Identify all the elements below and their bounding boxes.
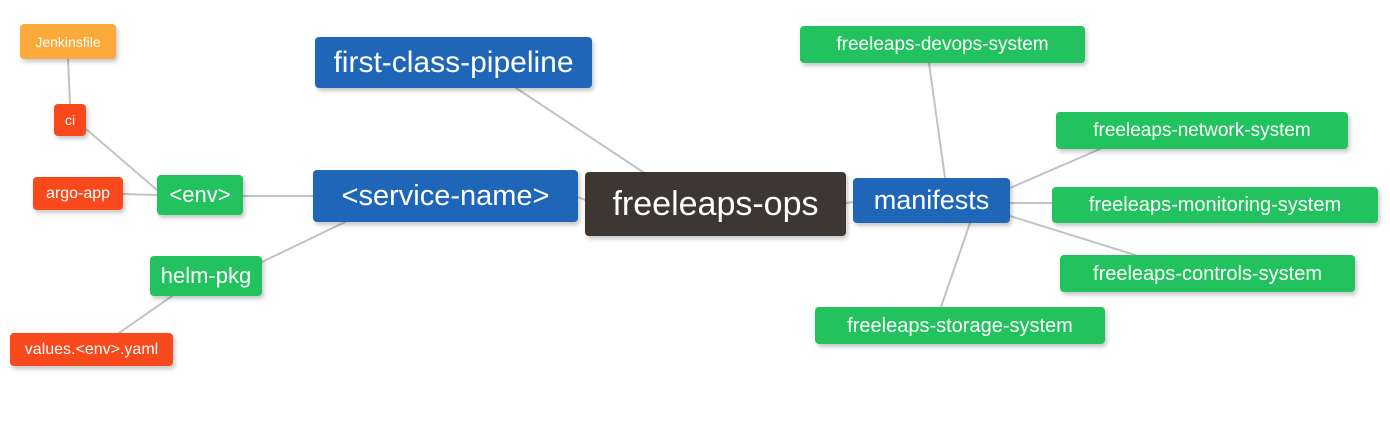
- node-freeleaps-controls-system[interactable]: freeleaps-controls-system: [1060, 255, 1355, 292]
- node-first-class-pipeline[interactable]: first-class-pipeline: [315, 37, 592, 88]
- edge-helm-pkg-to-values-yaml: [118, 295, 173, 334]
- node-label-ci: ci: [64, 112, 76, 128]
- edge-first-class-pipeline-to-freeleaps-ops: [515, 87, 644, 173]
- node-freeleaps-network-system[interactable]: freeleaps-network-system: [1056, 112, 1348, 149]
- node-label-freeleaps-ops: freeleaps-ops: [612, 185, 819, 223]
- node-label-service-name: <service-name>: [341, 179, 550, 212]
- node-label-env: <env>: [169, 182, 231, 207]
- edge-freeleaps-ops-to-manifests: [845, 201, 854, 204]
- node-manifests[interactable]: manifests: [853, 178, 1010, 223]
- node-label-values-yaml: values.<env>.yaml: [24, 340, 159, 358]
- node-freeleaps-devops-system[interactable]: freeleaps-devops-system: [800, 26, 1085, 63]
- node-freeleaps-monitoring-system[interactable]: freeleaps-monitoring-system: [1052, 187, 1378, 223]
- node-label-helm-pkg: helm-pkg: [160, 263, 252, 288]
- node-label-argo-app: argo-app: [45, 184, 111, 202]
- edge-service-name-to-helm-pkg: [261, 221, 346, 263]
- node-label-jenkinsfile: Jenkinsfile: [35, 33, 101, 50]
- edge-manifests-to-freeleaps-storage-system: [940, 222, 971, 308]
- edge-service-name-to-freeleaps-ops: [577, 196, 586, 201]
- node-label-freeleaps-monitoring-system: freeleaps-monitoring-system: [1088, 194, 1342, 216]
- node-env[interactable]: <env>: [157, 175, 243, 215]
- node-label-freeleaps-storage-system: freeleaps-storage-system: [847, 314, 1073, 337]
- node-label-freeleaps-devops-system: freeleaps-devops-system: [836, 34, 1049, 55]
- node-freeleaps-ops[interactable]: freeleaps-ops: [585, 172, 846, 236]
- node-label-first-class-pipeline: first-class-pipeline: [333, 45, 574, 79]
- node-jenkinsfile[interactable]: Jenkinsfile: [20, 24, 116, 59]
- node-ci[interactable]: ci: [54, 104, 86, 136]
- edge-manifests-to-freeleaps-devops-system: [928, 62, 946, 179]
- node-helm-pkg[interactable]: helm-pkg: [150, 256, 262, 296]
- node-service-name[interactable]: <service-name>: [313, 170, 578, 222]
- edge-manifests-to-freeleaps-network-system: [1009, 148, 1101, 189]
- node-label-freeleaps-controls-system: freeleaps-controls-system: [1093, 262, 1322, 285]
- node-values-yaml[interactable]: values.<env>.yaml: [10, 333, 173, 366]
- node-freeleaps-storage-system[interactable]: freeleaps-storage-system: [815, 307, 1105, 344]
- node-argo-app[interactable]: argo-app: [33, 177, 123, 210]
- node-label-manifests: manifests: [873, 185, 990, 215]
- edge-argo-app-to-env: [122, 193, 158, 196]
- edge-jenkinsfile-to-ci: [67, 58, 71, 105]
- node-label-freeleaps-network-system: freeleaps-network-system: [1093, 120, 1311, 141]
